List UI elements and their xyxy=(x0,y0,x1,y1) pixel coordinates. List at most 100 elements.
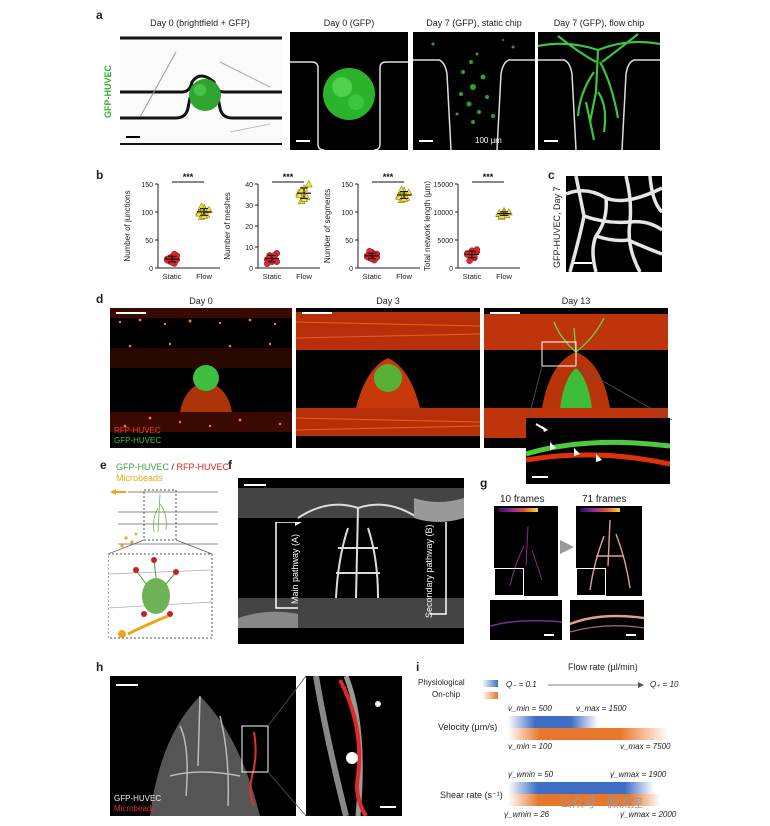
flow-point xyxy=(197,202,206,210)
flow-point xyxy=(397,185,406,193)
panel-i-g-min-p: γ̇_wmin = 50 xyxy=(508,770,554,779)
panel-i-g-min-c: γ̇_wmin = 26 xyxy=(504,810,550,819)
y-tick-label: 100 xyxy=(141,210,153,217)
y-tick-label: 150 xyxy=(141,182,153,189)
panel-h-zoom-lines xyxy=(268,676,307,816)
panel-i-vel-physio-bar xyxy=(508,716,598,728)
panel-i-vel-label: Velocity (µm/s) xyxy=(438,722,498,732)
panel-g-inset-box-left xyxy=(494,568,524,596)
panel-f-secondary-arrow xyxy=(430,522,447,615)
panel-d-scale-bar-2 xyxy=(302,312,332,314)
panel-a-brightfield-image xyxy=(120,32,282,150)
panel-g-inset-box-right xyxy=(576,568,606,596)
panel-label-i: i xyxy=(416,660,420,674)
panel-label-e: e xyxy=(100,458,107,472)
y-tick-label: 150 xyxy=(341,182,353,189)
panel-g-arrow xyxy=(560,540,574,554)
panel-a-title-2: Day 0 (GFP) xyxy=(323,18,375,28)
panel-g-10frames-image xyxy=(494,506,558,596)
panel-i-v-max-c: v_max = 7500 xyxy=(620,742,671,751)
y-tick-label: 20 xyxy=(245,224,253,231)
y-tick-label: 50 xyxy=(145,238,153,245)
panel-label-h: h xyxy=(96,660,104,674)
panel-g-left-label: 10 frames xyxy=(500,494,545,505)
panel-c-side-label: GFP-HUVEC, Day 7 xyxy=(552,186,562,268)
panel-d-inset-image xyxy=(526,418,670,484)
panel-i-q-max: Q₊ = 10 xyxy=(650,680,679,689)
significance-label: *** xyxy=(283,172,294,182)
panel-a-side-label: GFP-HUVEC xyxy=(103,64,113,118)
significance-label: *** xyxy=(183,172,194,182)
y-axis-label: Number of junctions xyxy=(123,190,132,261)
panel-f-secondary-label: Secondary pathway (B) xyxy=(424,524,434,618)
panel-i-g-max-c: γ̇_wmax = 2000 xyxy=(620,810,677,819)
y-tick-label: 100 xyxy=(341,210,353,217)
panel-h-zoom-image xyxy=(306,676,402,816)
y-tick-label: 0 xyxy=(149,266,153,273)
y-tick-label: 0 xyxy=(249,266,253,273)
panel-i-v-min-c: v_min = 100 xyxy=(508,742,552,751)
panel-i-g-max-p: γ̇_wmax = 1900 xyxy=(610,770,667,779)
y-tick-label: 50 xyxy=(345,238,353,245)
panel-d-scale-bar-3 xyxy=(490,312,520,314)
static-point xyxy=(171,250,178,258)
panel-d-inset-scale-bar xyxy=(532,476,548,478)
panel-d-day3-image xyxy=(296,308,480,448)
panel-e-legend-beads: Microbeads xyxy=(116,473,163,483)
panel-a-scale-text: 100 µm xyxy=(475,136,502,145)
panel-a-title-4: Day 7 (GFP), flow chip xyxy=(553,18,645,28)
panel-h-scale-bar xyxy=(116,684,138,686)
panel-label-b: b xyxy=(96,168,104,182)
flow-point xyxy=(295,190,304,198)
panel-i-sr-physio-bar xyxy=(508,782,654,794)
y-tick-label: 10000 xyxy=(434,210,454,217)
panel-f-main-arrow xyxy=(275,522,302,609)
y-axis-label: Number of meshes xyxy=(223,192,232,260)
panel-g-scale-bar-left xyxy=(544,634,554,636)
panel-g-scale-bar-right xyxy=(626,634,636,636)
panel-label-a: a xyxy=(96,8,103,22)
x-tick-label: Static xyxy=(463,272,482,281)
panel-d-zoom-lines xyxy=(527,365,673,421)
x-tick-label: Flow xyxy=(496,272,512,281)
panel-label-g: g xyxy=(480,476,488,490)
panel-g-colorbar-right xyxy=(580,508,620,512)
static-point xyxy=(263,260,271,268)
panel-d-title-1: Day 0 xyxy=(189,296,213,306)
panel-a-day7-static-image: 100 µm xyxy=(413,32,535,150)
y-tick-label: 40 xyxy=(245,182,253,189)
panel-a-scale-bar-2 xyxy=(296,140,310,142)
panel-d-legend-green: GFP-HUVEC xyxy=(114,436,162,445)
y-tick-label: 0 xyxy=(449,266,453,273)
significance-label: *** xyxy=(483,172,494,182)
watermark: 公众号 · 微流控 xyxy=(560,796,643,810)
panel-g-right-label: 71 frames xyxy=(582,494,627,505)
panel-label-c: c xyxy=(548,168,555,182)
x-tick-label: Flow xyxy=(196,272,212,281)
panel-label-d: d xyxy=(96,292,104,306)
y-tick-label: 15000 xyxy=(434,182,454,189)
panel-e-legend-red: RFP-HUVEC xyxy=(176,462,230,472)
panel-c-network-image xyxy=(566,176,662,272)
panel-a-day7-flow-image xyxy=(538,32,660,150)
panel-i-v-max-p: v_max = 1500 xyxy=(576,704,627,713)
flow-point xyxy=(395,192,404,200)
panel-g-71frames-zoom xyxy=(570,600,644,640)
flow-point xyxy=(204,205,213,214)
panel-i-q-min: Q₋ = 0.1 xyxy=(506,680,537,689)
y-axis-label: Total network length (µm) xyxy=(423,181,432,271)
significance-label: *** xyxy=(383,172,394,182)
panel-d-legend-red: RFP-HUVEC xyxy=(114,426,161,435)
flow-point xyxy=(195,209,204,217)
panel-h-main-image: GFP-HUVEC Microbeads xyxy=(110,676,296,816)
panel-a-scale-bar-1 xyxy=(126,136,140,138)
panel-d-day0-image: RFP-HUVEC GFP-HUVEC xyxy=(110,308,292,448)
panel-g-colorbar-left xyxy=(498,508,538,512)
panel-e-legend-sep: / xyxy=(169,462,177,472)
panel-f-network-image: Main pathway (A) Secondary pathway (B) xyxy=(238,478,464,644)
panel-h-legend-white: GFP-HUVEC xyxy=(114,794,162,803)
